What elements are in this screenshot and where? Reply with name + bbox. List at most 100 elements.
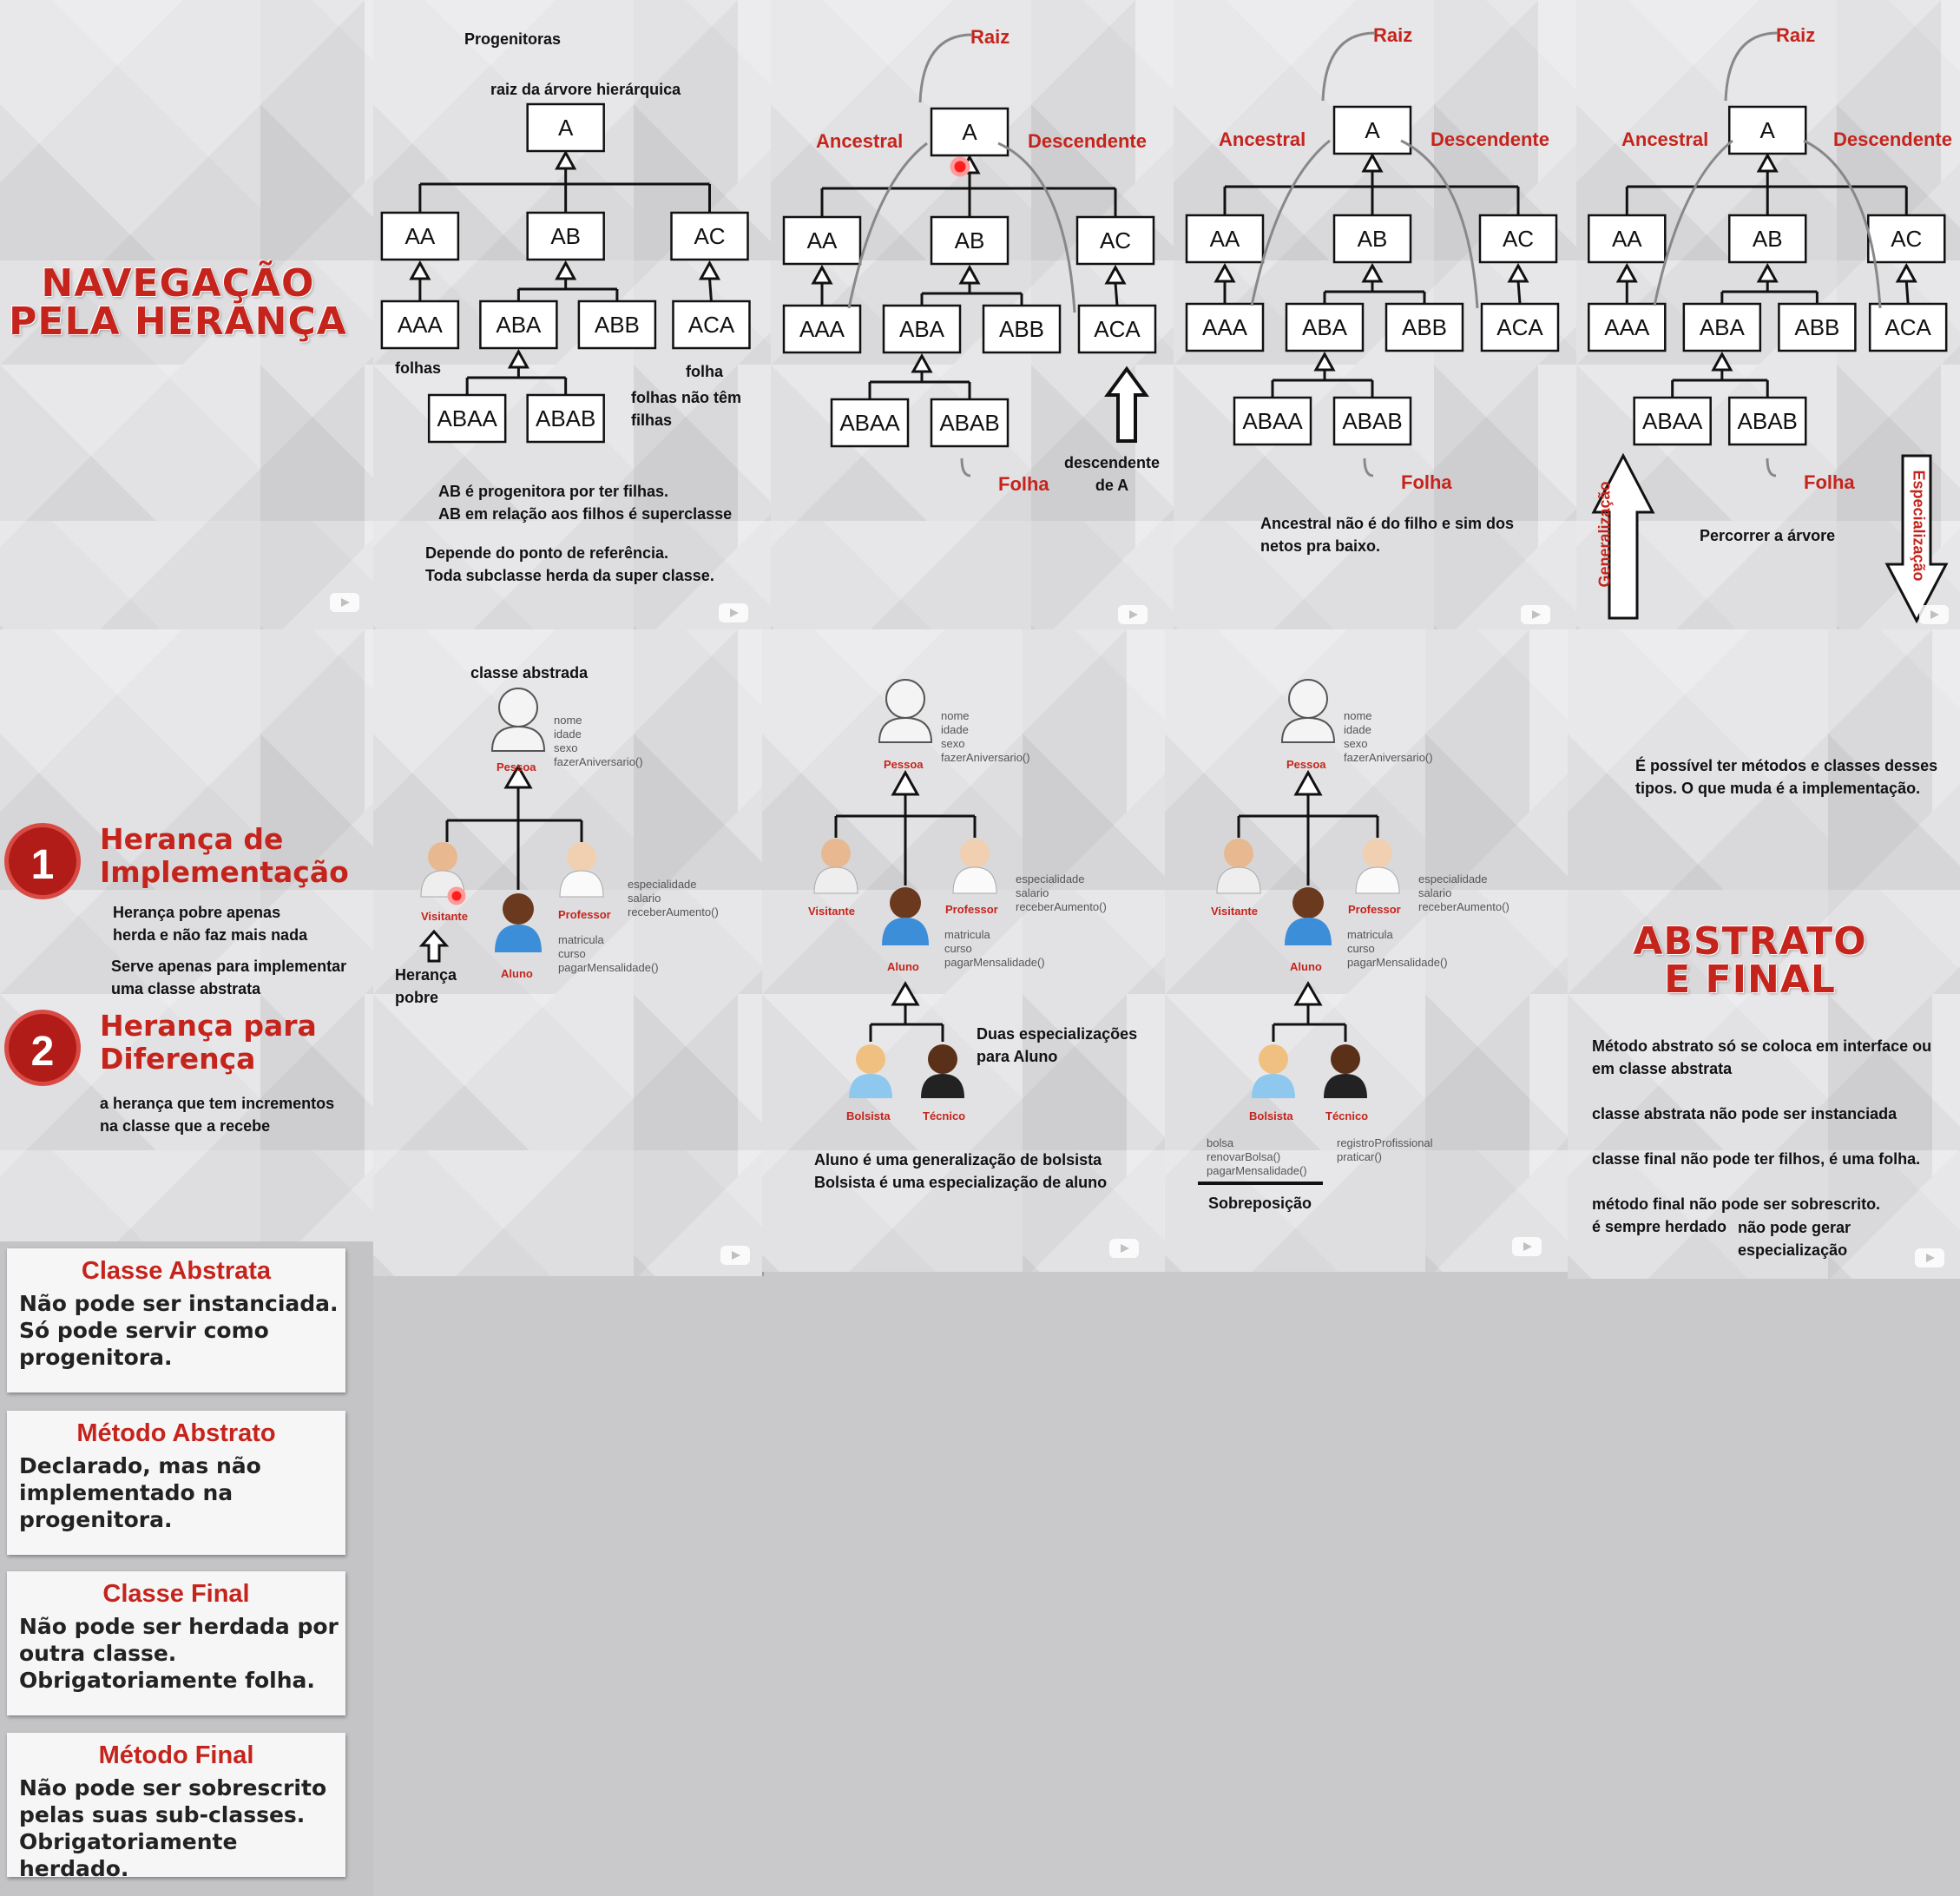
note-metodo-abstrato: Método abstrato só se coloca em interfac… [1592,1037,1932,1077]
card-body: Não pode ser herdada por outra classe. O… [19,1614,339,1693]
uml-diagram [813,679,997,1098]
highlight-dot [950,156,970,177]
attr-curso: curso [1347,942,1375,955]
descendente-label: Descendente [1431,128,1549,150]
class-node-aaa: AAA [1588,302,1667,352]
professor-label: Professor [945,903,998,916]
class-node-aa: AA [1185,214,1265,264]
class-node-abb: ABB [1778,302,1857,352]
play-icon[interactable] [1919,605,1949,624]
play-icon[interactable] [1512,1237,1542,1256]
generalizacao-note: Aluno é uma generalização de bolsista Bo… [814,1151,1108,1191]
card-title: Classe Abstrata [81,1257,272,1285]
up-arrow-icon [1104,365,1149,443]
class-node-label: ABAB [536,405,595,431]
play-icon[interactable] [1109,1239,1139,1258]
generalizacao-label: Generalização [1595,481,1614,588]
class-node-label: AC [1891,226,1922,252]
attr-receber-aumento: receberAumento() [1418,900,1509,913]
arrows-overlay [847,33,1149,477]
attr-fazer-aniversario: fazerAniversario() [941,751,1030,764]
card-title: Método Abstrato [76,1419,276,1447]
attr-pagar-mensalidade: pagarMensalidade() [1347,956,1448,969]
play-icon[interactable] [1915,1248,1944,1267]
play-icon[interactable] [720,1246,750,1265]
arrows-overlay [1250,31,1479,477]
class-node-label: ACA [1094,316,1141,342]
class-node-abaa: ABAA [1233,396,1312,446]
play-icon[interactable] [330,593,359,612]
class-node-aba: ABA [882,304,962,354]
class-node-aa: AA [380,211,460,261]
descendente-de-a: descendente de A [1064,454,1161,494]
attr-idade: idade [1344,723,1371,736]
class-node-aba: ABA [479,300,558,350]
class-node-a: A [1727,105,1807,155]
class-node-abb: ABB [1384,302,1464,352]
class-node-abab: ABAB [930,398,1010,448]
professor-label: Professor [558,908,611,921]
play-icon[interactable] [1118,605,1148,624]
class-node-aca: ACA [672,300,751,350]
attr-sexo: sexo [941,737,965,750]
class-node-label: ABAB [1342,408,1402,434]
heranca-pobre-desc: Herança pobre apenas herda e não faz mai… [113,904,308,944]
progenitoras-label: Progenitoras [464,30,562,48]
uml-diagram [418,688,604,963]
card-metodo-abstrato: Método Abstrato Declarado, mas não imple… [7,1411,345,1555]
nav-title: NAVEGAÇÃO PELA HERANÇA [9,261,347,344]
attr-salario: salario [1016,886,1049,899]
card-title: Método Final [98,1741,254,1769]
card-title: Classe Final [102,1580,250,1608]
play-icon[interactable] [1521,605,1550,624]
person-icon [1216,839,1261,894]
attr-matricula: matricula [944,928,990,941]
heranca-pobre-label: Herança pobre [395,966,457,1006]
attr-nome: nome [941,709,970,722]
attr-idade: idade [554,727,582,741]
class-node-aca: ACA [1077,304,1157,354]
attr-salario: salario [628,892,661,905]
class-node-label: ABAA [1242,408,1303,434]
play-icon[interactable] [719,603,748,622]
class-node-ac: AC [670,211,749,261]
aluno-label: Aluno [887,960,919,973]
attr-especialidade: especialidade [1418,872,1488,885]
class-node-aaa: AAA [782,304,862,354]
percorrer-note: Percorrer a árvore [1700,527,1836,544]
arrows-overlay [1591,31,1949,624]
visitante-label: Visitante [1211,905,1258,918]
attr-salario: salario [1418,886,1452,899]
attr-renovar-bolsa: renovarBolsa() [1207,1150,1281,1163]
class-node-label: A [558,115,574,141]
class-node-label: ABAB [1738,408,1798,434]
class-node-label: A [962,119,977,145]
class-node-ab: AB [526,211,605,261]
class-node-label: ABB [999,316,1044,342]
class-node-abab: ABAB [1727,396,1807,446]
raiz-pointer [918,33,973,103]
card-classe-final: Classe Final Não pode ser herdada por ou… [7,1571,345,1715]
card-body: Não pode ser sobrescrito pelas suas sub-… [19,1775,327,1881]
bolsista-label: Bolsista [846,1109,891,1122]
attr-sexo: sexo [554,741,578,754]
class-node-ac: AC [1075,215,1155,266]
class-node-label: AAA [799,316,845,342]
class-node-label: AA [807,227,838,253]
note-progenitora: AB é progenitora por ter filhas. AB em r… [438,483,733,523]
ancestral-label: Ancestral [816,130,904,152]
nav-title-panel: NAVEGAÇÃO PELA HERANÇA [0,0,375,629]
person-icon [813,839,858,894]
class-node-abaa: ABAA [830,398,910,448]
